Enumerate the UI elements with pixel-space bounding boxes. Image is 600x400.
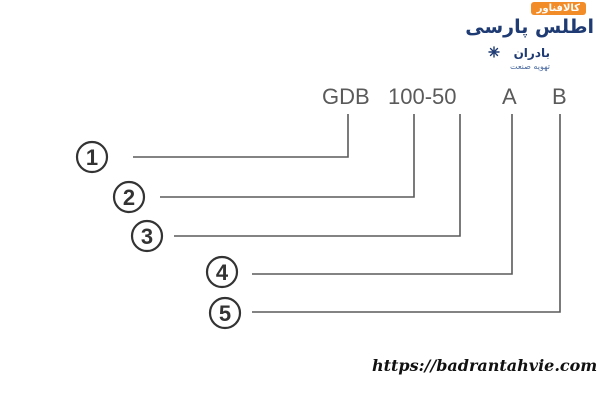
logo-badge: کالافناور — [530, 2, 586, 15]
callout-circle — [208, 296, 242, 330]
callout-circle — [112, 180, 146, 214]
callout-circle — [130, 219, 164, 253]
code-size-text: 100-50 — [388, 84, 457, 109]
leader-line-5 — [252, 114, 561, 313]
website-url-watermark: https://badrantahvie.com — [372, 356, 598, 375]
code-letter-b-text: B — [552, 84, 567, 109]
callout-number: 5 — [219, 301, 231, 326]
code-series-text: GDB — [322, 84, 370, 109]
callout-number: 3 — [141, 224, 153, 249]
company-logo: کالافناور اطلس پارسی بادران تهویه صنعت — [465, 2, 596, 82]
logo-tagline: تهویه صنعت — [509, 62, 550, 71]
callout-number: 2 — [123, 185, 135, 210]
callout-1: 1 — [75, 140, 109, 174]
callout-number: 4 — [216, 260, 229, 285]
snowflake-icon — [488, 46, 500, 58]
callout-circle — [205, 255, 239, 289]
leader-line-3 — [174, 114, 461, 237]
callout-2: 2 — [112, 180, 146, 214]
logo-brand-name: اطلس پارسی — [465, 16, 594, 38]
leader-line-1 — [133, 114, 349, 158]
callout-circle — [75, 140, 109, 174]
code-letter-a-text: A — [502, 84, 517, 109]
leader-line-4 — [252, 114, 513, 275]
logo-subbrand: بادران — [513, 46, 550, 60]
leader-line-2 — [160, 114, 415, 198]
callout-number: 1 — [86, 145, 98, 170]
callout-5: 5 — [208, 296, 242, 330]
callout-3: 3 — [130, 219, 164, 253]
callout-4: 4 — [205, 255, 239, 289]
